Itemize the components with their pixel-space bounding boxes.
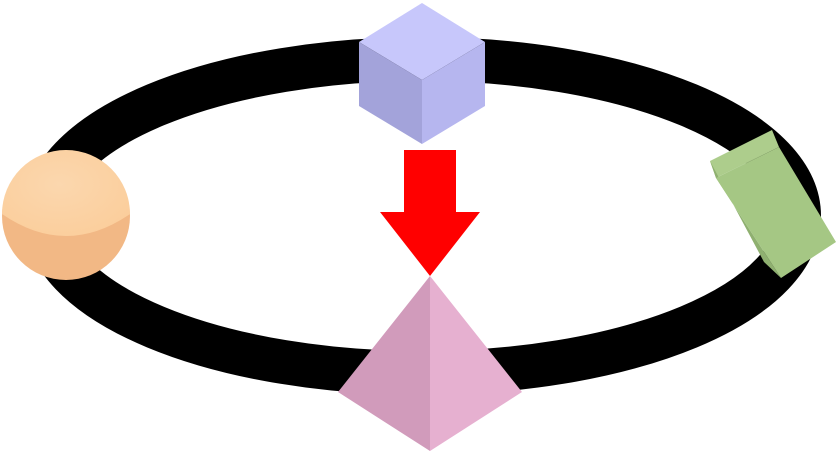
pyramid-icon (338, 276, 522, 451)
sphere-icon (2, 150, 130, 280)
down-arrow-icon (380, 150, 480, 276)
prism-icon (710, 130, 836, 278)
cube-icon (359, 3, 485, 144)
